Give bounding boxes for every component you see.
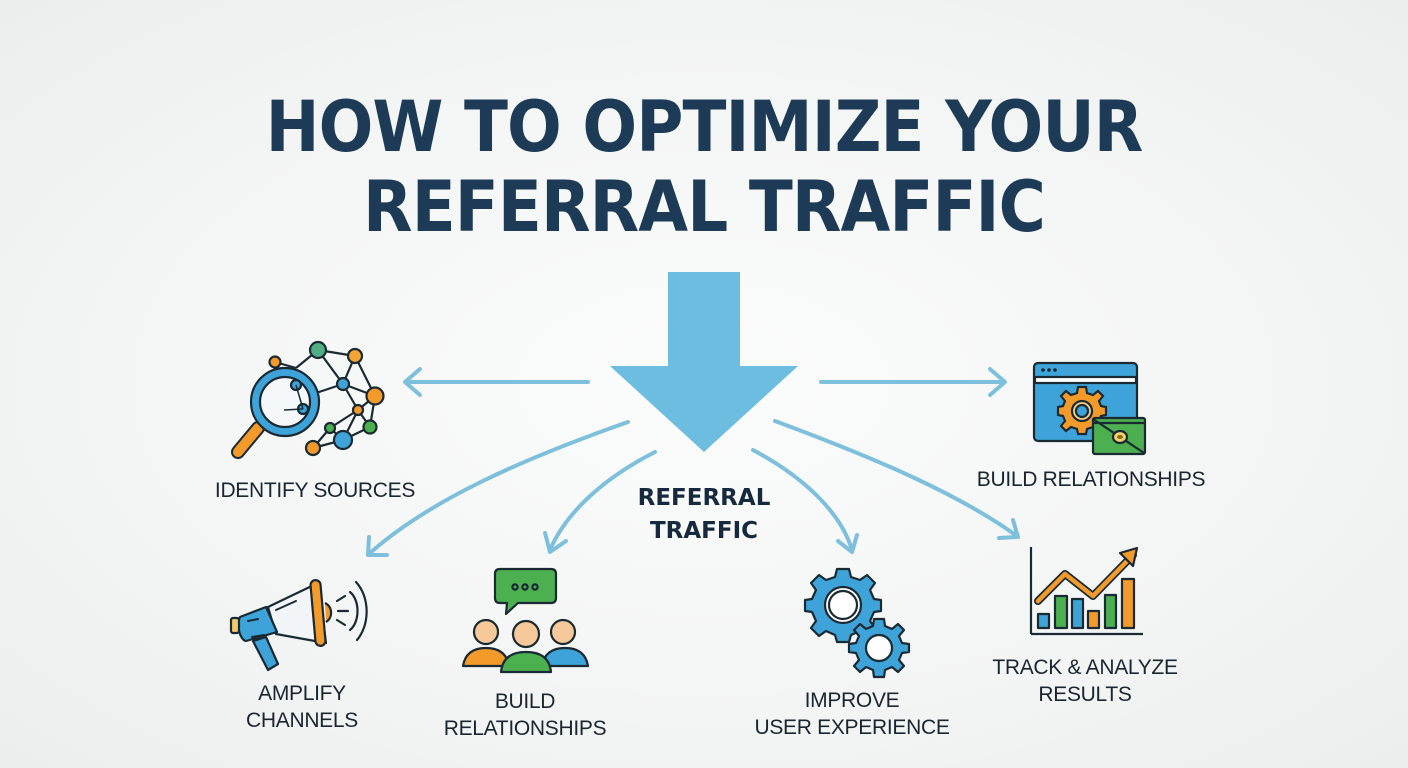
step-label-amplify-channels: AMPLIFY CHANNELS	[222, 680, 382, 734]
step-label-build-relationships-bottom: BUILD RELATIONSHIPS	[425, 688, 625, 742]
step-label-build-relationships-top: BUILD RELATIONSHIPS	[966, 466, 1216, 493]
step-label-line: TRACK & ANALYZE	[992, 656, 1178, 679]
step-label-line: CHANNELS	[246, 709, 358, 732]
bar-chart-trend-icon	[1029, 546, 1143, 636]
page-title-line-2: REFERRAL TRAFFIC	[363, 166, 1046, 248]
people-chat-icon	[461, 567, 590, 674]
connector-arrow-build-relationships-bottom	[543, 450, 657, 554]
step-label-line: RESULTS	[1038, 683, 1132, 706]
browser-gear-envelope-icon	[1032, 361, 1147, 456]
connector-arrow-build-relationships-top	[819, 367, 1007, 397]
page-title-line-1: HOW TO OPTIMIZE YOUR	[265, 86, 1144, 168]
step-label-improve-user-experience: IMPROVE USER EXPERIENCE	[742, 687, 962, 741]
down-arrow-icon	[610, 272, 798, 452]
step-label-line: RELATIONSHIPS	[443, 717, 607, 740]
step-label-line: IDENTIFY SOURCES	[214, 479, 416, 502]
step-label-track-analyze-results: TRACK & ANALYZE RESULTS	[975, 654, 1195, 708]
step-label-identify-sources: IDENTIFY SOURCES	[195, 477, 435, 504]
step-label-line: BUILD RELATIONSHIPS	[976, 468, 1206, 491]
step-label-line: USER EXPERIENCE	[754, 716, 950, 739]
step-label-line: AMPLIFY	[258, 682, 346, 705]
step-label-line: IMPROVE	[804, 689, 900, 712]
connector-arrow-improve-user-experience	[751, 448, 859, 554]
connector-arrow-amplify-channels	[366, 420, 630, 557]
center-label-line-2: TRAFFIC	[649, 518, 759, 544]
connector-arrow-identify-sources	[403, 367, 590, 397]
connector-arrow-track-analyze	[773, 419, 1020, 540]
step-label-line: BUILD	[494, 690, 556, 713]
magnifier-network-icon	[231, 340, 385, 459]
center-label-line-1: REFERRAL	[637, 485, 771, 511]
gears-icon	[803, 567, 911, 679]
center-label-referral-traffic: REFERRAL TRAFFIC	[604, 482, 804, 548]
megaphone-icon	[229, 579, 368, 672]
